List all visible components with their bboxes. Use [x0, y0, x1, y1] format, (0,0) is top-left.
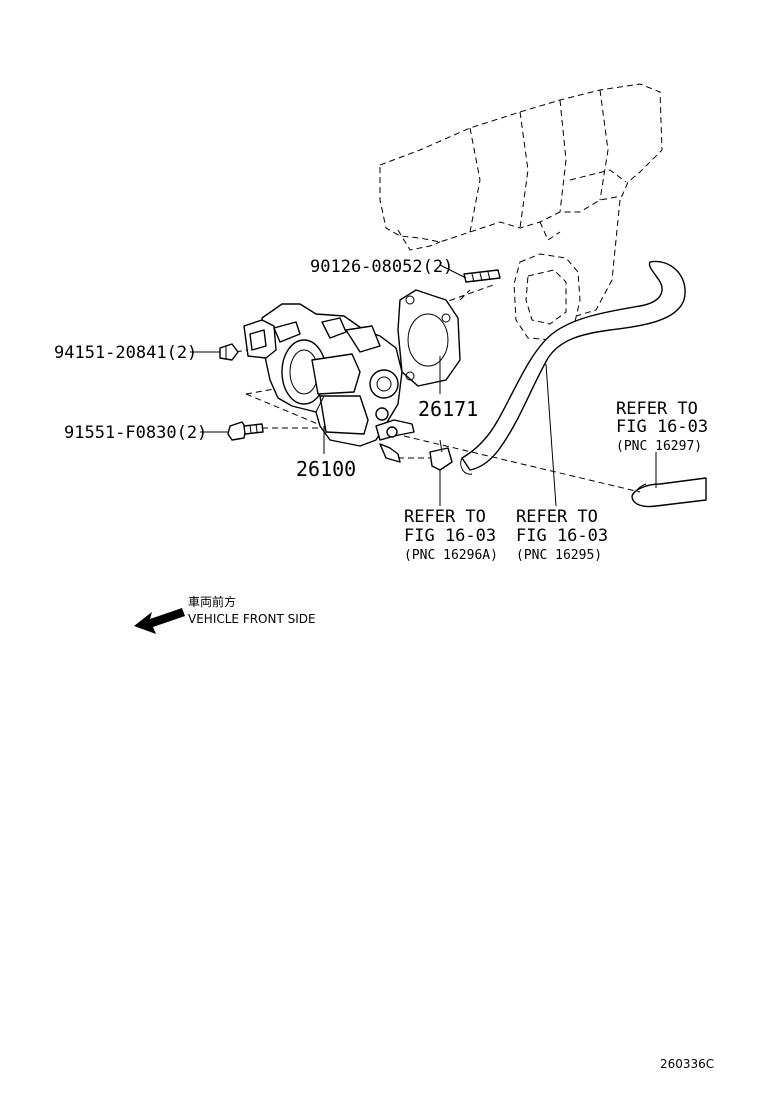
stud-bolt [463, 269, 501, 283]
vehicle-front-english: VEHICLE FRONT SIDE [188, 612, 316, 626]
water-hose-center [460, 260, 686, 475]
stud-bolt-label: 90126-08052(2) [310, 257, 453, 277]
water-hose-right [631, 477, 707, 508]
throttle-body [261, 303, 415, 463]
small-hose [429, 439, 453, 471]
throttle-body-label: 26100 [296, 457, 356, 481]
ref-left-line1: REFER TO [404, 507, 486, 527]
ref-right-line2: FIG 16-03 [616, 417, 708, 437]
flange-bolt-label: 91551-F0830(2) [64, 423, 207, 443]
alignment-lines [235, 283, 641, 493]
ref-left-hose: REFER TO FIG 16-03 (PNC 16296A) [404, 507, 498, 563]
ref-center-line1: REFER TO [516, 507, 598, 527]
figure-code: 260336C [660, 1057, 714, 1071]
ref-right-line1: REFER TO [616, 399, 698, 419]
vehicle-front-arrow-icon [134, 608, 185, 634]
ref-right-line3: (PNC 16297) [616, 439, 702, 454]
leader-lines [190, 264, 657, 507]
ref-center-line3: (PNC 16295) [516, 548, 602, 563]
gasket [397, 289, 461, 387]
ref-center-hose: REFER TO FIG 16-03 (PNC 16295) [516, 507, 608, 563]
ref-right-hose: REFER TO FIG 16-03 (PNC 16297) [616, 399, 708, 454]
nut-label: 94151-20841(2) [54, 343, 197, 363]
gasket-label: 26171 [418, 397, 478, 421]
flange-bolt [227, 421, 264, 441]
sensor-connector [243, 319, 301, 359]
nut [219, 343, 239, 361]
vehicle-front-japanese: 車両前方 [188, 594, 236, 609]
vehicle-front-indicator: 車両前方 VEHICLE FRONT SIDE [134, 594, 316, 634]
ref-left-line3: (PNC 16296A) [404, 548, 498, 563]
ref-left-line2: FIG 16-03 [404, 526, 496, 546]
ref-center-line2: FIG 16-03 [516, 526, 608, 546]
